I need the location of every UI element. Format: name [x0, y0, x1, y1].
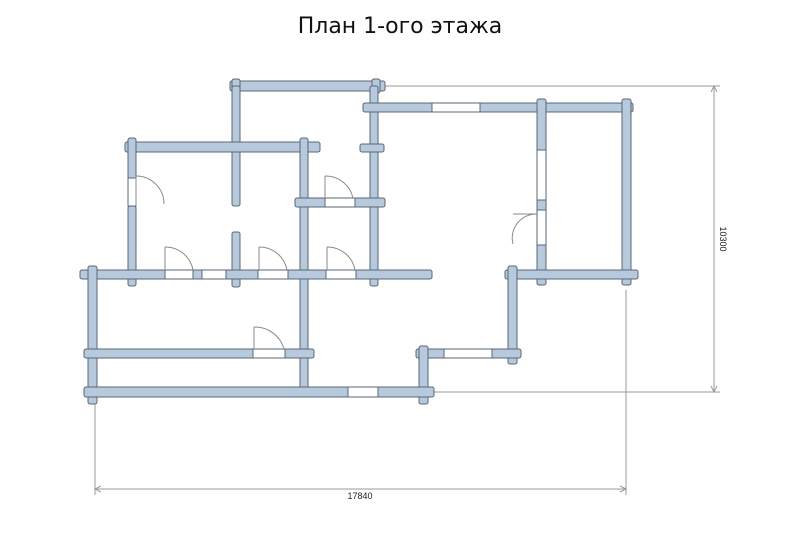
height-dimension-label: 10300	[718, 226, 728, 251]
door-opening	[325, 269, 357, 280]
door-arc	[511, 213, 538, 245]
wall	[504, 269, 639, 280]
window	[347, 386, 379, 398]
wall	[621, 98, 632, 286]
dimension-lines	[93, 84, 720, 495]
door-arc	[164, 246, 194, 271]
door-opening	[164, 269, 194, 280]
door-opening	[257, 269, 289, 280]
wall	[359, 143, 385, 153]
walls	[79, 78, 639, 405]
wall	[83, 386, 435, 398]
wall	[362, 102, 634, 113]
wall	[369, 85, 379, 287]
wall	[79, 269, 433, 280]
wall	[87, 265, 98, 405]
openings	[127, 102, 547, 398]
door-arc	[258, 246, 288, 271]
window	[431, 102, 481, 113]
wall	[229, 80, 386, 92]
width-dimension-label: 17840	[347, 491, 372, 501]
door-opening	[324, 197, 356, 208]
door-arc	[324, 175, 354, 199]
window	[536, 149, 547, 201]
window	[443, 348, 493, 359]
door-arc	[253, 326, 285, 350]
plan-title: План 1-ого этажа	[297, 14, 503, 39]
wall	[124, 141, 321, 153]
wall	[507, 265, 518, 365]
door-opening	[252, 348, 286, 359]
door-arc	[135, 175, 165, 206]
wall	[127, 137, 137, 184]
door-arc	[326, 246, 356, 271]
door-swings	[135, 175, 538, 350]
door-opening	[536, 209, 547, 246]
door-opening	[127, 177, 137, 207]
window	[201, 269, 227, 280]
